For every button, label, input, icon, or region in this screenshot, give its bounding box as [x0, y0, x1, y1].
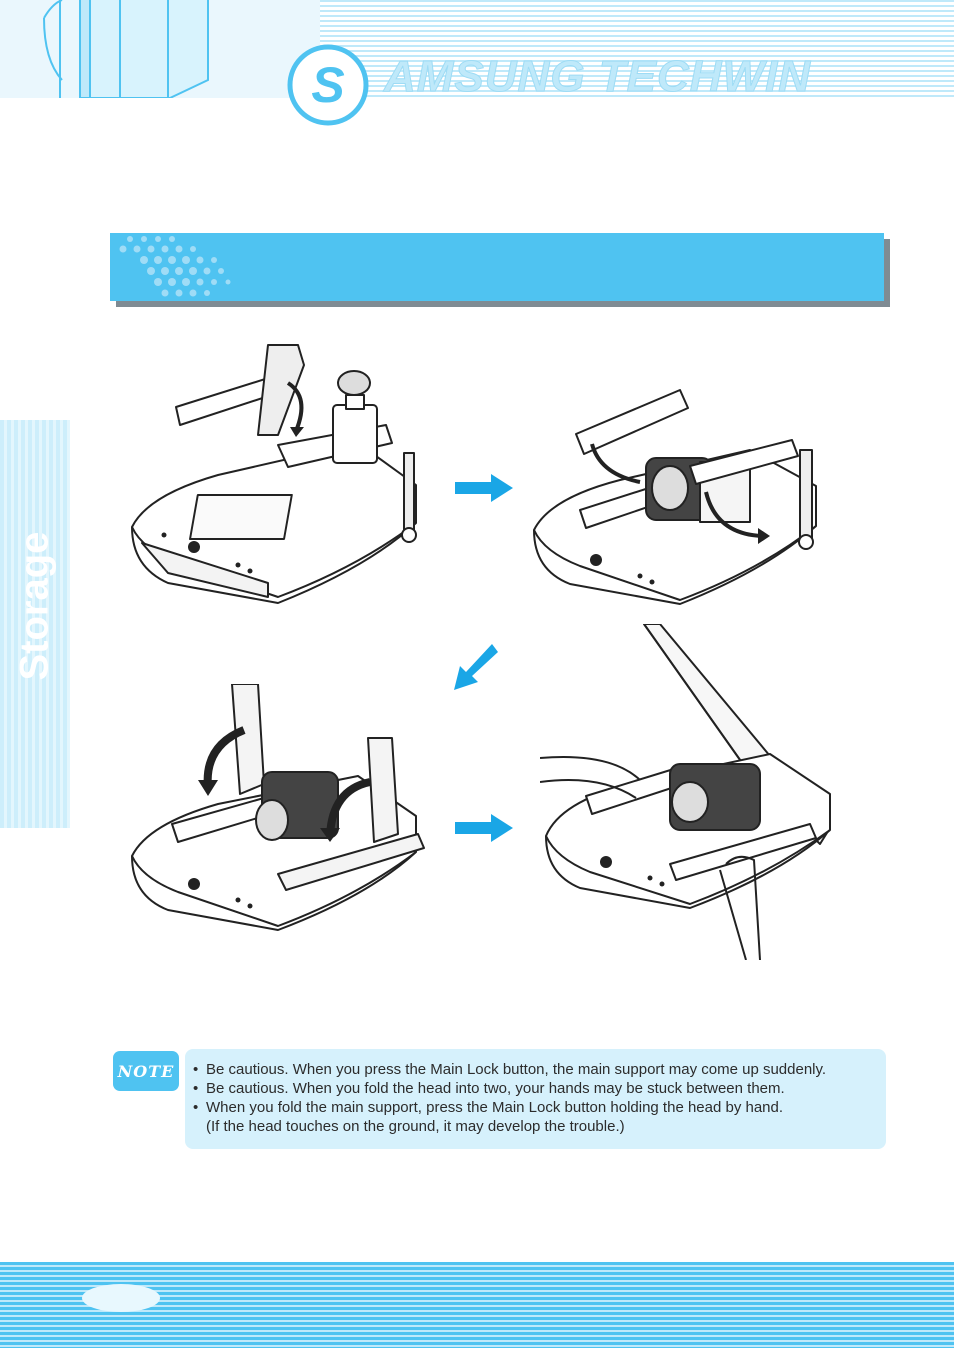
page-footer — [0, 1262, 954, 1348]
side-tab-label: Storage — [13, 532, 58, 681]
page-header: S AMSUNG TECHWIN — [0, 0, 954, 126]
note-badge: NOTE — [113, 1051, 179, 1091]
note-item: When you fold the main support, press th… — [193, 1098, 883, 1117]
camera-closing-cover-icon — [540, 624, 831, 960]
header-stripes — [320, 0, 954, 98]
logo-initial: S — [311, 57, 344, 113]
note-item: Be cautious. When you fold the head into… — [193, 1079, 883, 1098]
dot-pattern-icon — [119, 236, 231, 297]
camera-folding-support-icon — [131, 684, 425, 931]
arrow-right-icon — [455, 814, 513, 842]
camera-folding-arms-icon — [533, 389, 817, 605]
header-decoration — [0, 0, 320, 99]
binder-icon — [43, 0, 209, 99]
side-tab — [0, 420, 70, 828]
logo-wordmark: AMSUNG TECHWIN — [383, 52, 812, 102]
note-continuation: (If the head touches on the ground, it m… — [206, 1118, 625, 1135]
arrow-down-left-icon — [454, 644, 498, 690]
section-title-bar — [110, 233, 884, 301]
page-number-badge — [82, 1284, 160, 1312]
samsung-logo-icon: S — [287, 44, 369, 126]
note-list: Be cautious. When you press the Main Loc… — [193, 1060, 883, 1136]
note-item: Be cautious. When you press the Main Loc… — [193, 1060, 883, 1079]
camera-raised-icon — [131, 344, 417, 604]
arrow-right-icon — [455, 474, 513, 502]
